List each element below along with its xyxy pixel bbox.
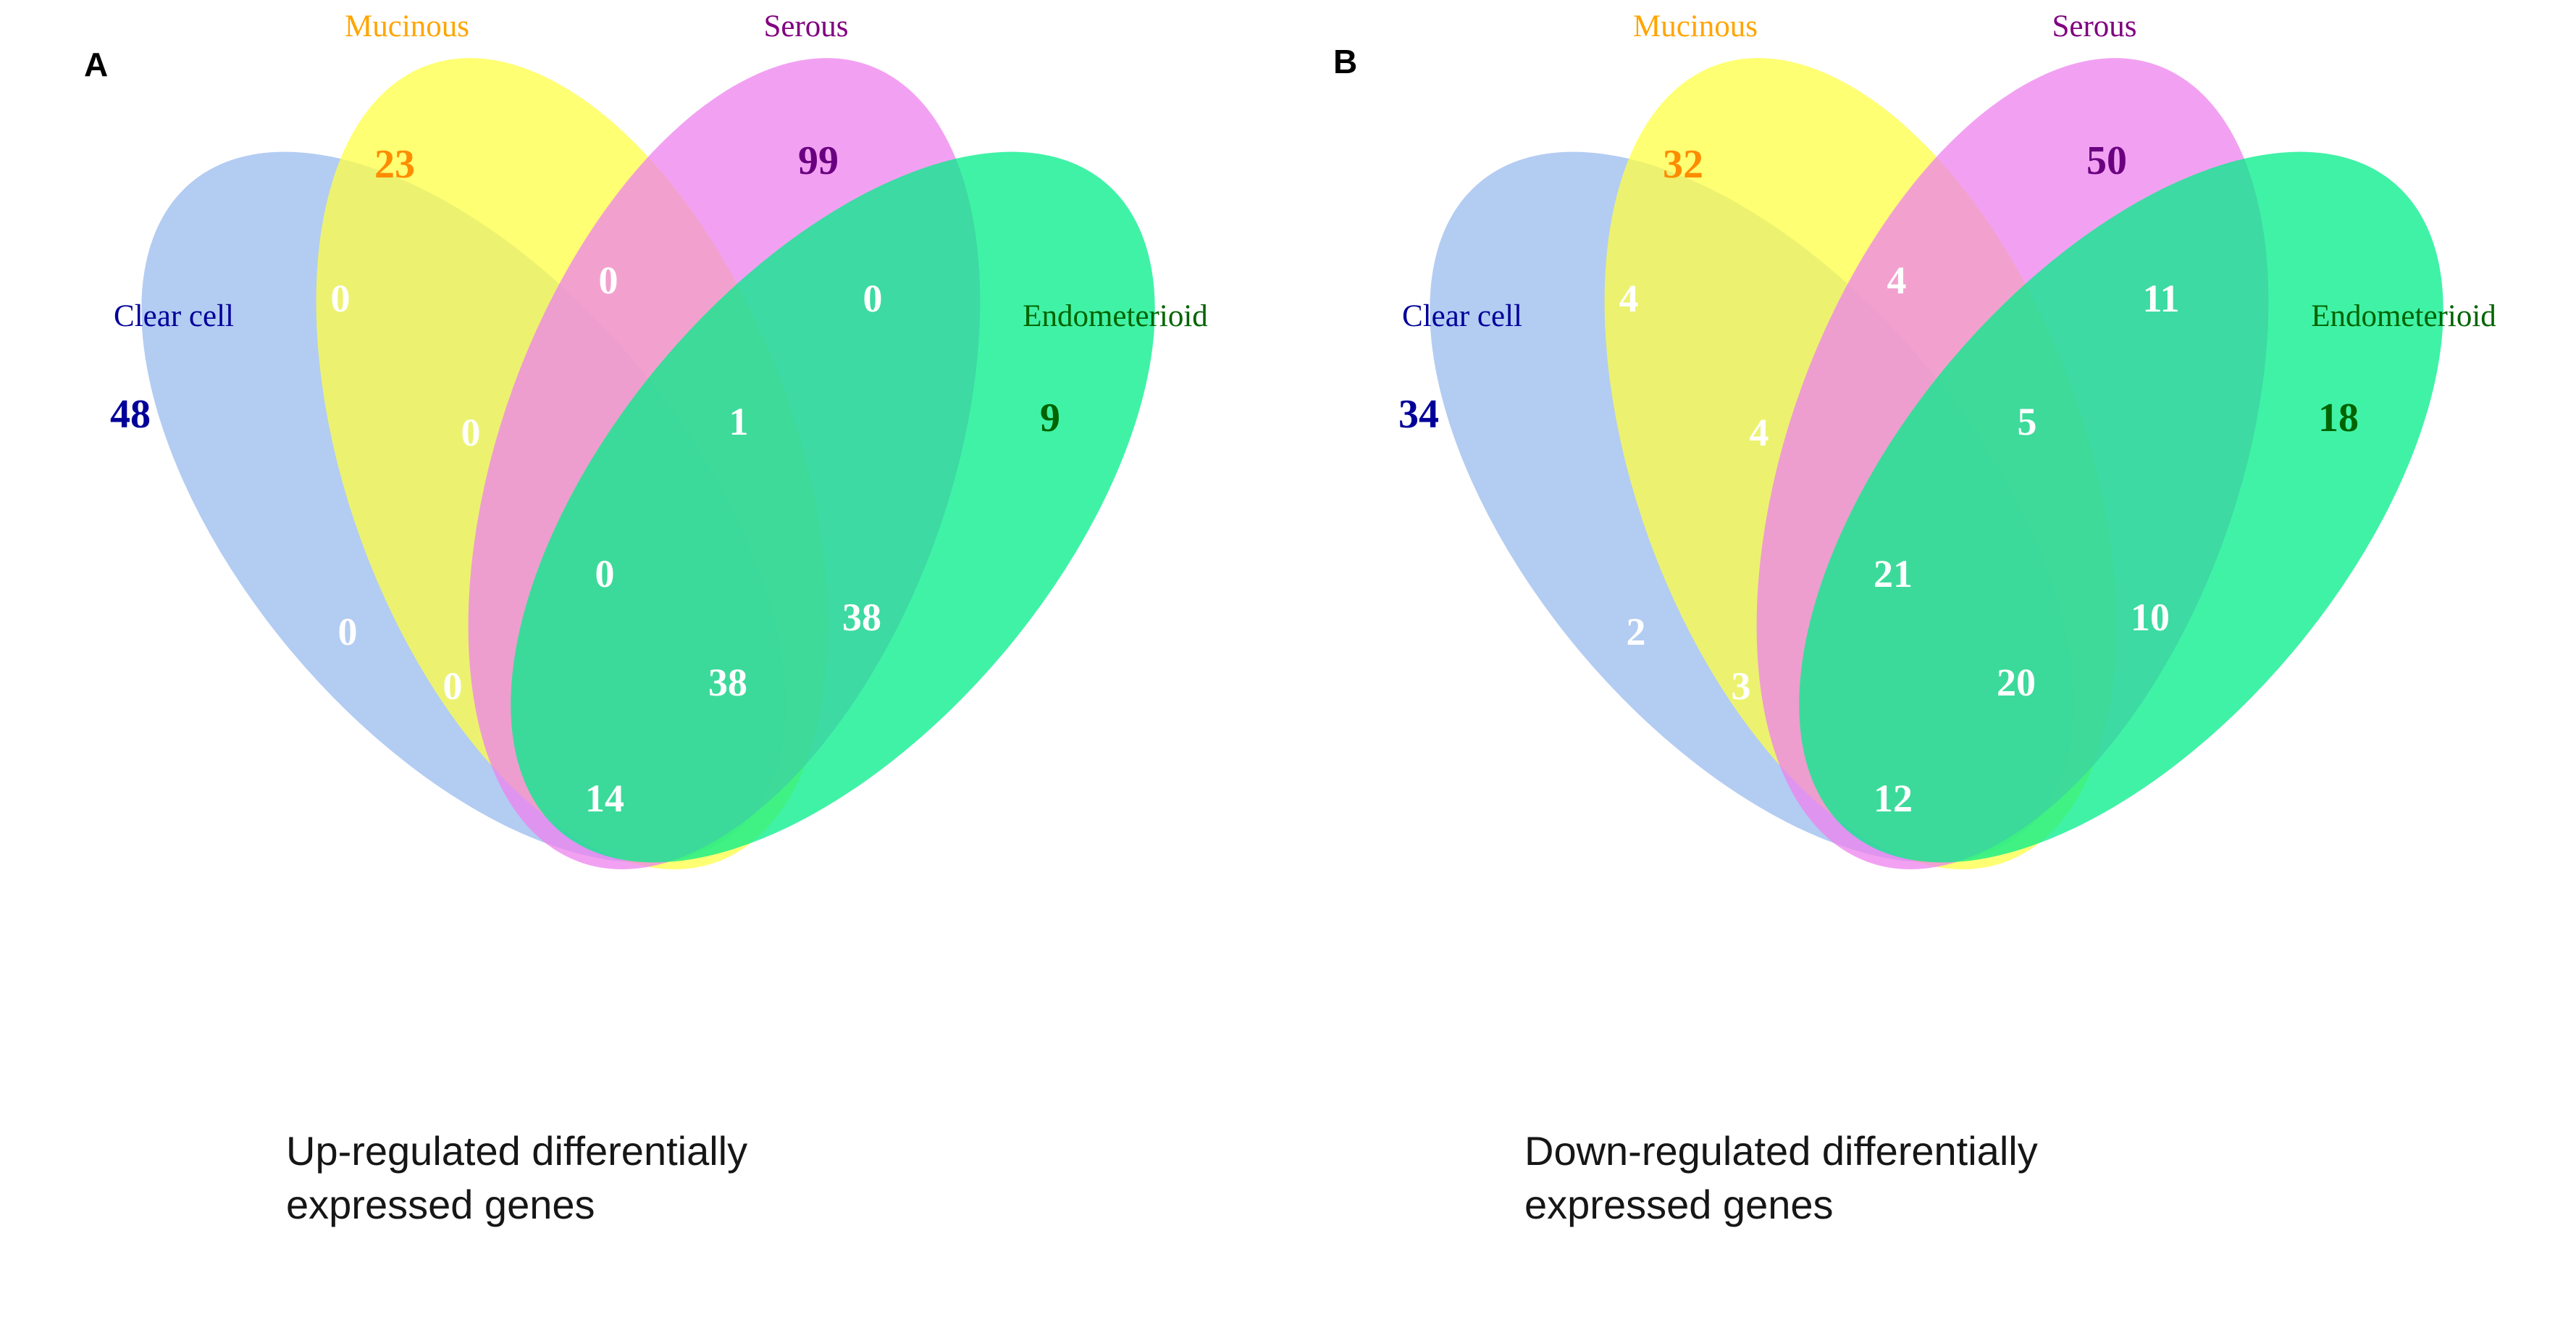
count-endometerioid-only: 18: [2318, 396, 2359, 440]
ellipse-endometerioid: [1799, 151, 2443, 863]
count-clear-endometerioid: 14: [585, 777, 624, 820]
count-mucinous-serous: 0: [599, 259, 618, 302]
panel-b: B Clear cell Mucinous Serous Endometerio…: [1288, 0, 2576, 1320]
panel-b-caption: Down-regulated differentially expressed …: [1524, 1128, 2038, 1227]
count-mucinous-only: 32: [1663, 142, 1703, 187]
panel-b-venn-svg: Clear cell Mucinous Serous Endometerioid…: [1398, 9, 2496, 869]
count-clear-mucinous: 0: [331, 277, 351, 320]
count-mucinous-endometerioid: 10: [2131, 596, 2170, 639]
count-mucinous-serous-endometerioid: 5: [2018, 400, 2037, 443]
count-clear-serous-endometerioid: 0: [443, 664, 463, 708]
count-serous-endometerioid: 0: [863, 277, 883, 320]
set-label-clear-cell: Clear cell: [114, 299, 234, 333]
panel-a-venn-svg: Clear cell Mucinous Serous Endometerioid…: [110, 9, 1208, 869]
panel-a-caption: Up-regulated differentially expressed ge…: [286, 1128, 748, 1227]
count-serous-only: 99: [798, 138, 839, 183]
panel-a-letter: A: [84, 46, 109, 83]
count-clear-cell-only: 34: [1398, 392, 1439, 437]
set-label-endometerioid: Endometerioid: [1023, 299, 1208, 333]
panel-a-ellipses: [141, 58, 1155, 869]
count-clear-serous: 2: [1627, 610, 1646, 653]
panel-b-ellipses: [1430, 58, 2443, 869]
count-clear-mucinous-endometerioid: 20: [1997, 661, 2036, 704]
count-mucinous-endometerioid: 38: [842, 596, 881, 639]
count-endometerioid-only: 9: [1040, 396, 1060, 440]
panel-a: A Clear cell Mucinous Serous Endometerio…: [84, 9, 1208, 1227]
set-label-serous: Serous: [2052, 9, 2136, 43]
panel-a-counts: 48 23 99 9 0 0 0 0 1 0 0 38 0 38 14: [110, 138, 1060, 820]
panel-a-set-labels: Clear cell Mucinous Serous Endometerioid: [114, 9, 1208, 333]
count-clear-mucinous-endometerioid: 38: [708, 661, 747, 704]
count-clear-cell-only: 48: [110, 392, 151, 437]
count-clear-serous: 0: [338, 610, 358, 653]
set-label-clear-cell: Clear cell: [1402, 299, 1522, 333]
count-mucinous-only: 23: [374, 142, 415, 187]
count-clear-endometerioid: 12: [1874, 777, 1913, 820]
set-label-mucinous: Mucinous: [1633, 9, 1758, 43]
count-serous-only: 50: [2086, 138, 2127, 183]
count-mucinous-serous: 4: [1887, 259, 1907, 302]
set-label-serous: Serous: [763, 9, 848, 43]
panel-b-counts: 34 32 50 18 4 4 11 4 5 21 2 10 3 20 12: [1398, 138, 2359, 820]
count-all-four: 21: [1874, 552, 1913, 596]
count-all-four: 0: [595, 552, 615, 596]
count-mucinous-serous-endometerioid: 1: [729, 400, 749, 443]
panel-b-letter: B: [1333, 43, 1358, 80]
ellipse-endometerioid: [511, 151, 1155, 863]
count-clear-mucinous-serous: 0: [461, 411, 481, 454]
set-label-mucinous: Mucinous: [345, 9, 469, 43]
panel-b-set-labels: Clear cell Mucinous Serous Endometerioid: [1402, 9, 2496, 333]
count-clear-mucinous-serous: 4: [1750, 411, 1769, 454]
count-serous-endometerioid: 11: [2142, 277, 2179, 320]
set-label-endometerioid: Endometerioid: [2311, 299, 2496, 333]
count-clear-mucinous: 4: [1619, 277, 1639, 320]
count-clear-serous-endometerioid: 3: [1732, 664, 1751, 708]
